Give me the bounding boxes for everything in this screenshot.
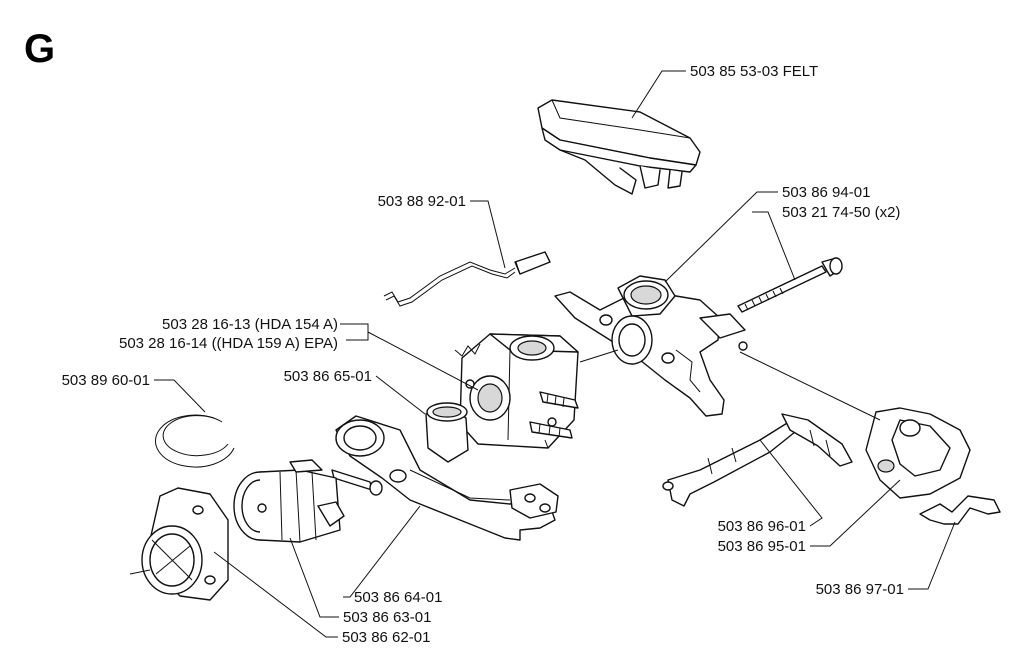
felt-filter-part bbox=[537, 99, 701, 195]
leader-carb-holder bbox=[579, 349, 619, 363]
rubber-sleeve-part bbox=[425, 402, 469, 463]
lever-spring-part bbox=[919, 495, 1001, 525]
label-felt: 503 85 53-03 FELT bbox=[690, 63, 818, 80]
label-carb-a: 503 28 16-13 (HDA 154 A) bbox=[162, 316, 338, 333]
leader-flange bbox=[213, 551, 338, 638]
label-lever-a: 503 86 96-01 bbox=[718, 518, 806, 535]
leader-bracket bbox=[343, 505, 421, 598]
label-wire: 503 88 92-01 bbox=[378, 193, 466, 210]
long-screw-part bbox=[737, 257, 843, 351]
intake-adapter-part bbox=[233, 459, 345, 543]
leader-felt bbox=[631, 70, 686, 119]
throttle-lever-part bbox=[662, 413, 853, 507]
leader-holder bbox=[664, 191, 778, 283]
carburettor-part bbox=[449, 333, 579, 449]
leader-sleeve bbox=[375, 375, 426, 415]
section-letter: G bbox=[24, 27, 55, 71]
label-holder: 503 86 94-01 bbox=[782, 184, 870, 201]
label-screw: 503 21 74-50 (x2) bbox=[782, 204, 900, 221]
label-lever-b: 503 86 95-01 bbox=[718, 538, 806, 555]
leader-lines bbox=[154, 70, 956, 638]
label-bracket: 503 86 64-01 bbox=[354, 589, 442, 606]
leader-lever-a bbox=[759, 439, 823, 527]
leader-lever-housing bbox=[739, 351, 881, 421]
throttle-wire-part bbox=[383, 251, 551, 307]
leader-ring bbox=[154, 379, 206, 413]
label-spring: 503 86 97-01 bbox=[816, 581, 904, 598]
label-sleeve: 503 86 65-01 bbox=[284, 368, 372, 385]
carb-holder-part bbox=[554, 275, 746, 417]
leader-lever-b bbox=[810, 479, 901, 547]
leader-intake bbox=[289, 537, 339, 618]
lever-housing-part bbox=[865, 407, 971, 499]
intake-flange-part bbox=[129, 487, 229, 601]
label-intake: 503 86 63-01 bbox=[343, 609, 431, 626]
label-carb-b: 503 28 16-14 ((HDA 159 A) EPA) bbox=[119, 335, 338, 352]
intake-bracket-part bbox=[331, 415, 559, 541]
leader-spring bbox=[908, 521, 956, 590]
retaining-ring-part bbox=[154, 414, 235, 468]
leader-carb bbox=[340, 323, 479, 391]
leader-wire bbox=[470, 200, 506, 269]
label-ring: 503 89 60-01 bbox=[62, 372, 150, 389]
leader-screw bbox=[752, 211, 796, 281]
label-flange: 503 86 62-01 bbox=[342, 629, 430, 646]
